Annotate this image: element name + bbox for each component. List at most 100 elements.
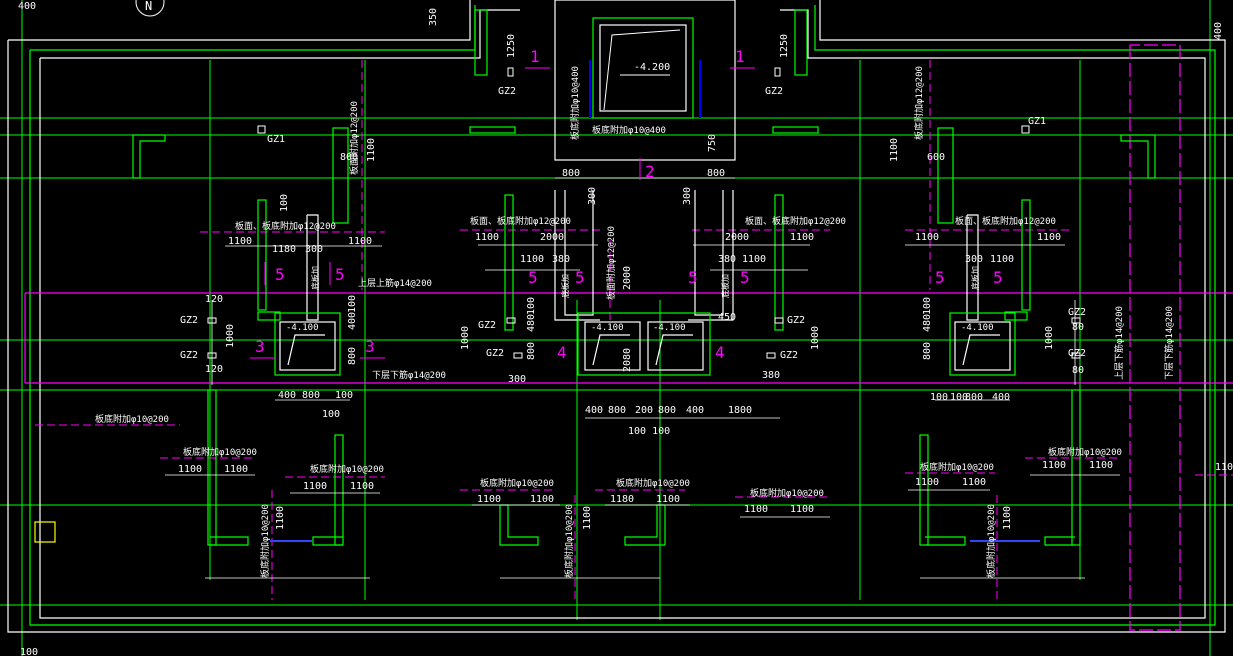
rebar-label: 板底附加φ10@200 bbox=[310, 463, 384, 475]
dimension-text: 800 bbox=[658, 405, 676, 416]
dimension-text: 1180 bbox=[610, 494, 634, 505]
rebar-label: 底板加 bbox=[560, 274, 570, 298]
section-mark: 5 bbox=[740, 268, 750, 287]
rebar-strips bbox=[24, 44, 1233, 631]
dimension-text: 380 bbox=[552, 254, 570, 265]
rebar-label: 板底附加φ10@200 bbox=[985, 504, 997, 578]
north-symbol: N bbox=[145, 0, 152, 13]
rebar-label: 板底附加φ10@200 bbox=[920, 461, 994, 473]
dimension-text: 1100 bbox=[889, 138, 900, 162]
column-label: GZ2 bbox=[498, 86, 516, 97]
dimension-text: 380 bbox=[762, 370, 780, 381]
section-cut-lines bbox=[250, 67, 755, 359]
dimension-text: 1100 bbox=[656, 494, 680, 505]
rebar-label: 板底附加φ10@200 bbox=[259, 504, 271, 578]
rebar-label: 板面附加φ12@200 bbox=[605, 226, 617, 300]
pit-elevation: -4.100 bbox=[961, 323, 994, 333]
dimension-text: 800 bbox=[562, 168, 580, 179]
section-mark: 5 bbox=[935, 268, 945, 287]
rebar-label: 底板加 bbox=[970, 266, 980, 290]
dimension-text: 1100 bbox=[790, 504, 814, 515]
dimension-lines bbox=[165, 177, 1120, 579]
dimension-text: 800 bbox=[608, 405, 626, 416]
selection-marker[interactable] bbox=[34, 521, 56, 543]
dimension-text: 800 bbox=[347, 347, 358, 365]
dimension-text: 300 bbox=[965, 254, 983, 265]
dimension-text: 100 bbox=[335, 390, 353, 401]
dimension-text: 1100 bbox=[962, 477, 986, 488]
corner-label: 100 bbox=[20, 647, 38, 656]
section-mark: 5 bbox=[275, 265, 285, 284]
section-mark: 1 bbox=[735, 47, 745, 66]
dimension-text: 800 bbox=[526, 342, 537, 360]
dimension-text: 1100 bbox=[228, 236, 252, 247]
column-label: GZ1 bbox=[1028, 116, 1046, 127]
dimension-text: 100 bbox=[526, 297, 537, 315]
dimension-text: 800 bbox=[340, 152, 358, 163]
rebar-label: 下层下筋φ14@200 bbox=[1163, 306, 1175, 380]
rebar-label: 板面、板底附加φ12@200 bbox=[470, 215, 571, 227]
dimension-text: 100 bbox=[322, 409, 340, 420]
corner-label: 400 bbox=[1213, 22, 1224, 40]
dimension-text: 100 bbox=[279, 194, 290, 212]
dimension-text: 100 bbox=[347, 295, 358, 313]
rebar-label: 上层上筋φ14@200 bbox=[358, 277, 432, 289]
dimension-text: 2000 bbox=[622, 266, 633, 290]
dimension-text: 1800 bbox=[728, 405, 752, 416]
section-mark: 5 bbox=[993, 268, 1003, 287]
dimension-text: 300 bbox=[508, 374, 526, 385]
dimension-text: 100 100 bbox=[628, 426, 670, 437]
column-label: GZ1 bbox=[267, 134, 285, 145]
dimension-text: 2000 bbox=[540, 232, 564, 243]
dimension-text: 1100 bbox=[742, 254, 766, 265]
dimension-text: 1100 bbox=[582, 506, 593, 530]
column-label: GZ2 bbox=[180, 350, 198, 361]
dimension-text: 1250 bbox=[506, 34, 517, 58]
dimension-text: 1100 bbox=[275, 506, 286, 530]
dimension-text: 80 bbox=[1072, 365, 1084, 376]
dimension-text: 350 bbox=[428, 8, 439, 26]
north-arrow-icon bbox=[135, 0, 165, 17]
dimension-text: 1100 bbox=[915, 477, 939, 488]
pit-elevation: -4.100 bbox=[286, 323, 319, 333]
dimension-text: 100 bbox=[950, 392, 968, 403]
rebar-label: 板底附加φ10@200 bbox=[616, 477, 690, 489]
dimension-text: 1100 bbox=[348, 236, 372, 247]
dimension-text: 1100 bbox=[744, 504, 768, 515]
rebar-label: 板底附加φ10@200 bbox=[480, 477, 554, 489]
column-label: GZ2 bbox=[180, 315, 198, 326]
column-label: GZ2 bbox=[486, 348, 504, 359]
dimension-text: 480 bbox=[922, 314, 933, 332]
dimension-text: 1100 bbox=[990, 254, 1014, 265]
pit-elevation-label: -4.200 bbox=[634, 62, 670, 73]
dimension-text: 200 bbox=[635, 405, 653, 416]
rebar-label: 板底附加φ12@200 bbox=[913, 66, 925, 140]
elevator-pit bbox=[554, 0, 736, 161]
pit-elevation: -4.100 bbox=[653, 323, 686, 333]
rebar-label: 板底附加φ10@200 bbox=[750, 487, 824, 499]
dimension-text: 400 bbox=[278, 390, 296, 401]
dimension-text: 400 bbox=[686, 405, 704, 416]
dimension-text: 2080 bbox=[622, 348, 633, 372]
rebar-label: 板底附加φ10@200 bbox=[183, 446, 257, 458]
column-label: GZ2 bbox=[1068, 307, 1086, 318]
dimension-text: 400 bbox=[992, 392, 1010, 403]
dimension-text: 300 bbox=[305, 244, 323, 255]
dimension-text: 1250 bbox=[779, 34, 790, 58]
slab-outline bbox=[7, 0, 1226, 633]
dimension-text: 300 bbox=[682, 187, 693, 205]
dimension-text: 100 bbox=[930, 392, 948, 403]
dimension-text: 100 bbox=[922, 297, 933, 315]
dimension-text: 480 bbox=[526, 314, 537, 332]
dimension-text: 1100 bbox=[530, 494, 554, 505]
section-mark: 3 bbox=[255, 337, 265, 356]
dimension-text: 1100 bbox=[1002, 506, 1013, 530]
dimension-text: 1100 bbox=[915, 232, 939, 243]
dimension-text: 750 bbox=[707, 134, 718, 152]
drawing-text: 400 400 100 N GZ1 GZ1 GZ2 GZ2 GZ2 GZ2 GZ… bbox=[18, 0, 1233, 656]
dimension-text: 1100 bbox=[1037, 232, 1061, 243]
dimension-text: 600 bbox=[927, 152, 945, 163]
section-mark: 5 bbox=[335, 265, 345, 284]
